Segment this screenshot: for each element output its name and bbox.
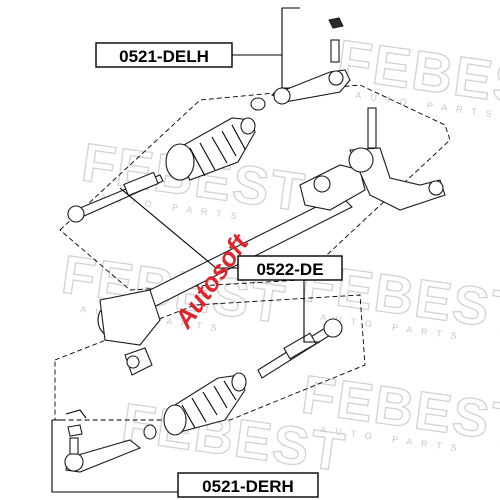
callout-0522-de: 0522-DE xyxy=(237,255,343,281)
inner-tie-rod-upper xyxy=(67,171,164,223)
outer-tie-rod-end-right xyxy=(64,409,142,473)
leader-delh xyxy=(232,7,300,89)
leader-derh xyxy=(51,419,178,493)
callout-0521-derh: 0521-DERH xyxy=(177,472,319,498)
callout-0521-delh: 0521-DELH xyxy=(95,42,233,68)
outer-tie-rod-end-left xyxy=(250,17,351,111)
leader-de xyxy=(119,187,320,343)
upper-boot xyxy=(165,117,256,181)
watermark-top-right: FEBEST AUTO PARTS xyxy=(333,27,500,123)
part-number-label: 0522-DE xyxy=(256,260,323,279)
part-number-label: 0521-DERH xyxy=(202,477,294,496)
lower-boot xyxy=(143,372,247,440)
steering-rack-housing xyxy=(97,107,446,376)
inner-tie-rod-lower xyxy=(257,318,343,379)
part-number-label: 0521-DELH xyxy=(119,47,209,66)
